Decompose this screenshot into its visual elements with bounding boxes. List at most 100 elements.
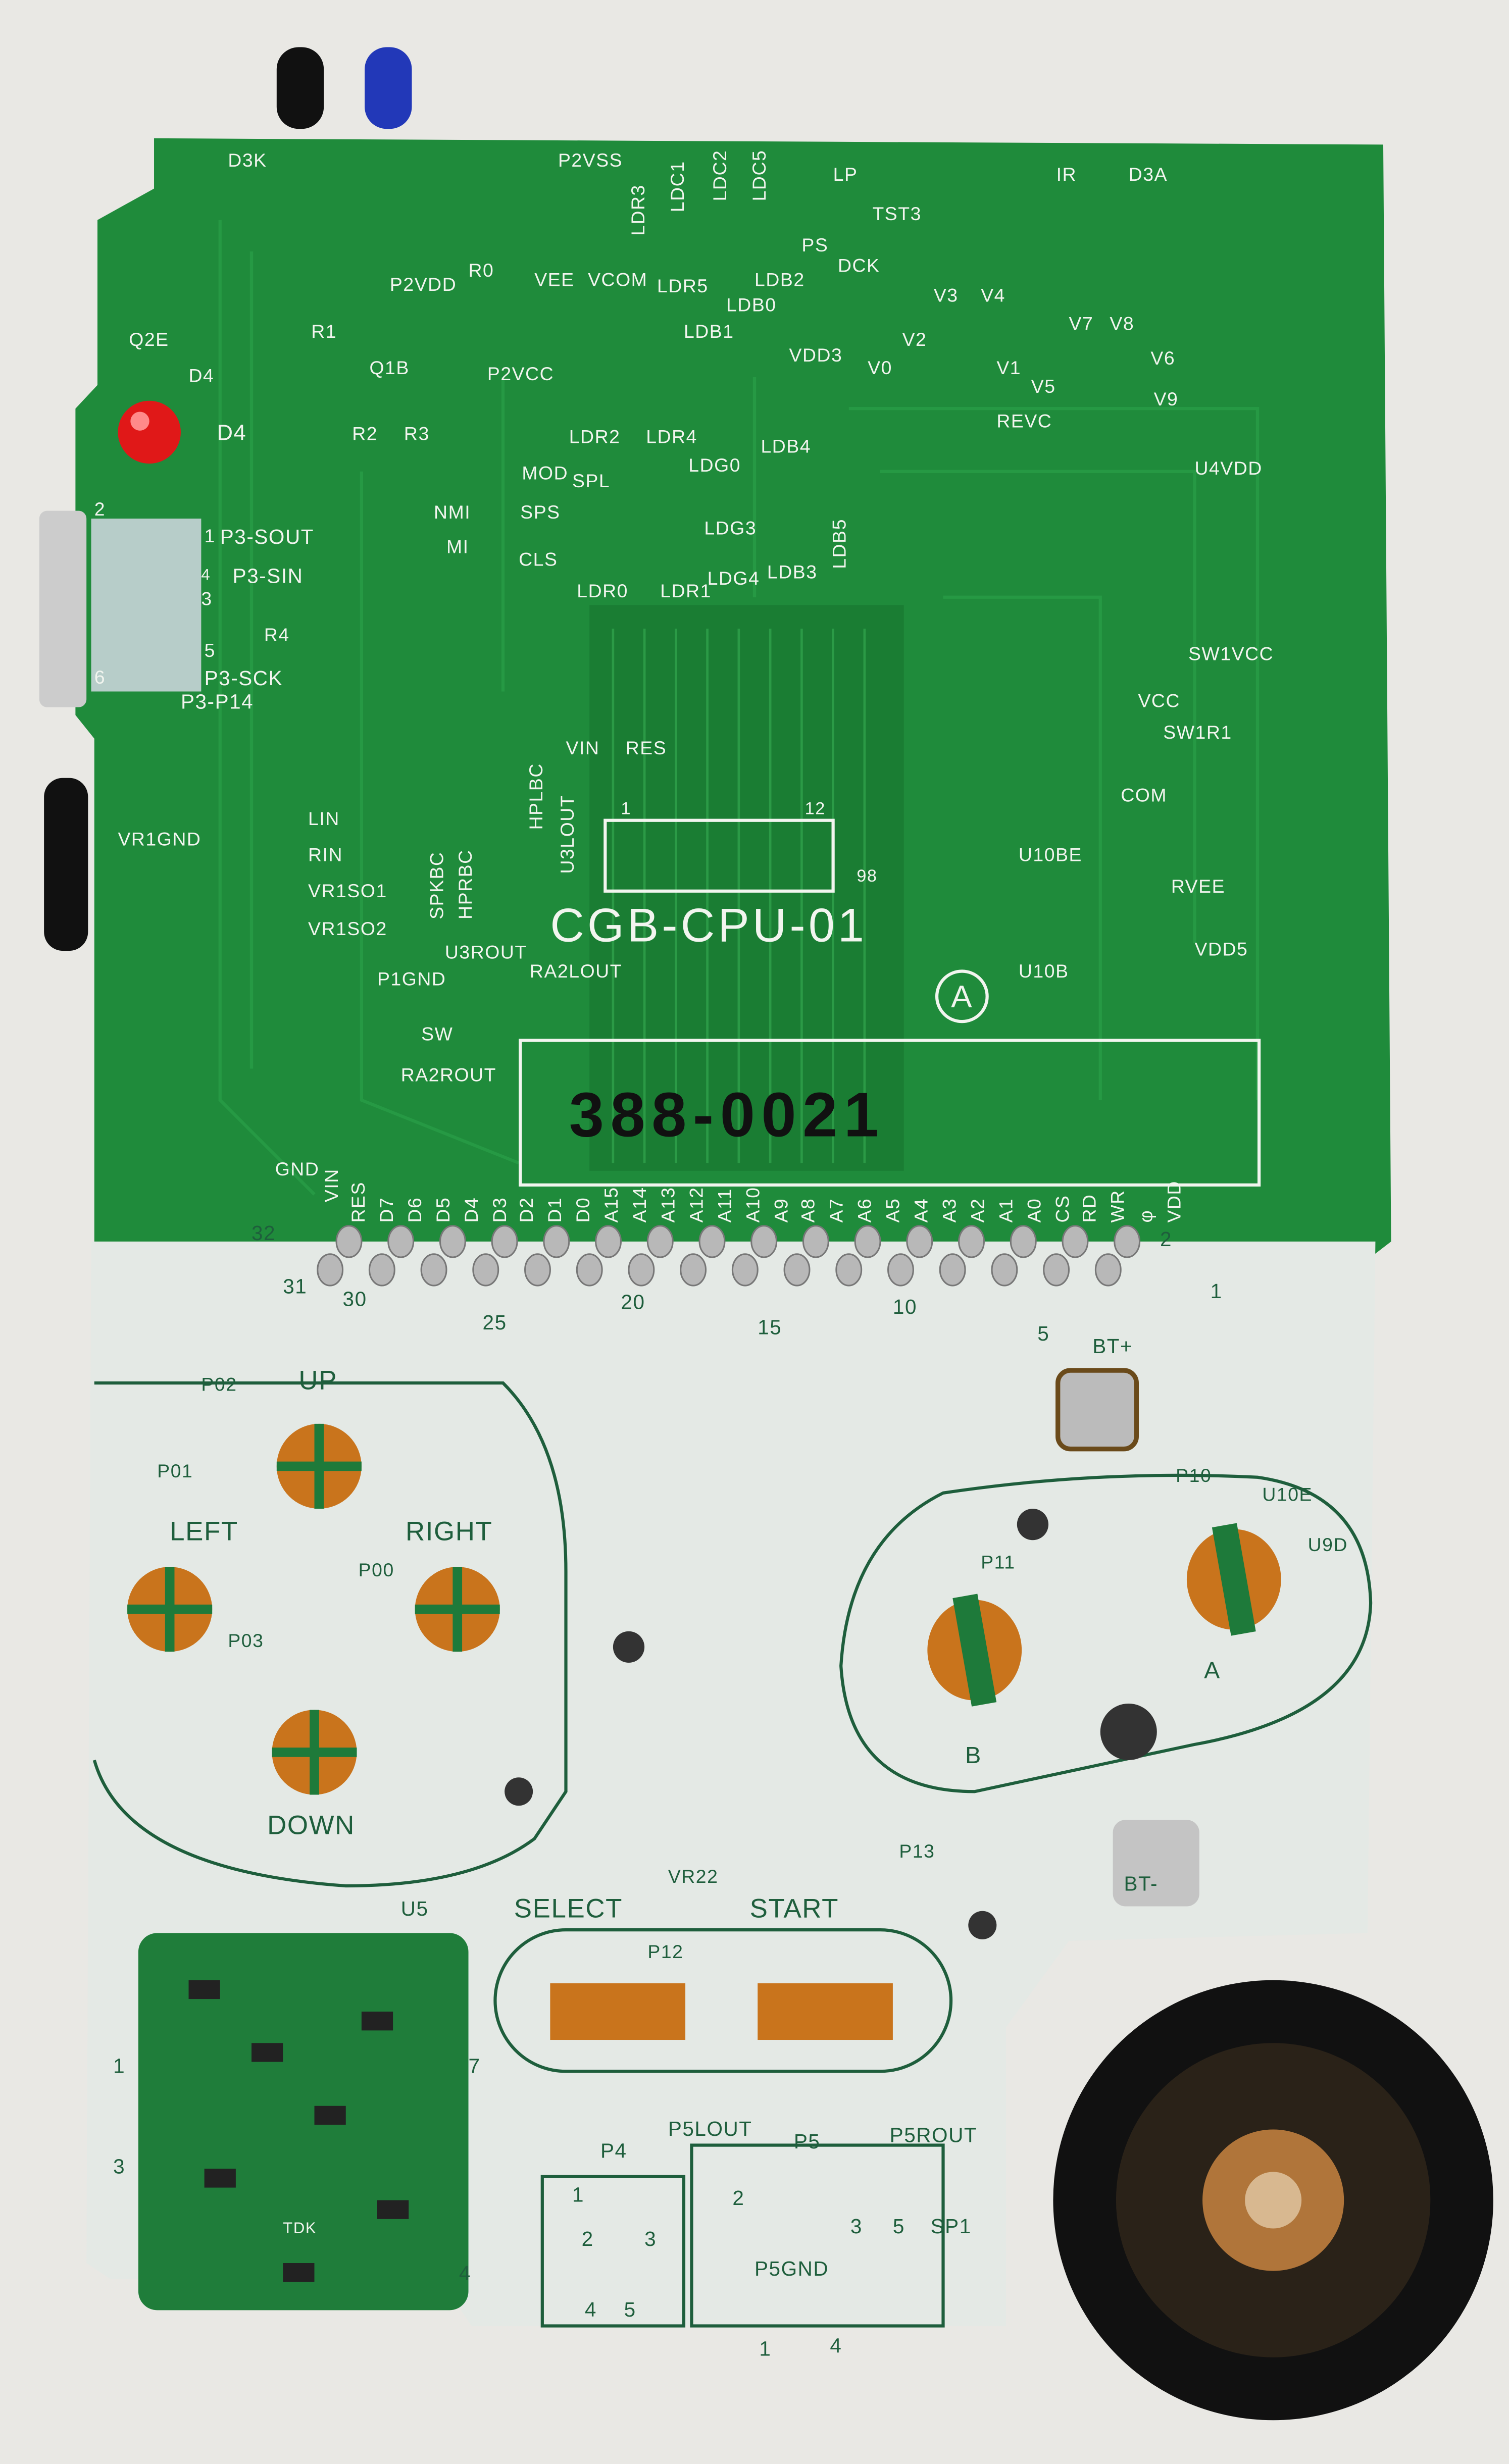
silkscreen-label: 1 bbox=[113, 2054, 126, 2078]
connector-pin bbox=[439, 1225, 466, 1258]
connector-pin bbox=[595, 1225, 622, 1258]
silkscreen-label: V9 bbox=[1153, 388, 1179, 410]
silkscreen-label: V6 bbox=[1150, 347, 1176, 370]
connector-pin bbox=[783, 1253, 811, 1287]
silkscreen-label: WR bbox=[1107, 1190, 1129, 1223]
connector-pin bbox=[802, 1225, 829, 1258]
silkscreen-label: VR22 bbox=[668, 1865, 719, 1888]
silkscreen-label: LEFT bbox=[170, 1516, 238, 1547]
connector-pin bbox=[906, 1225, 933, 1258]
silkscreen-label: LDB1 bbox=[683, 320, 734, 343]
silkscreen-label: 10 bbox=[892, 1295, 918, 1319]
silkscreen-label: R2 bbox=[352, 423, 378, 445]
silkscreen-label: A3 bbox=[938, 1198, 961, 1223]
silkscreen-label: A7 bbox=[825, 1198, 848, 1223]
silkscreen-label: 2 bbox=[581, 2227, 594, 2251]
dpad-outline bbox=[92, 1381, 568, 1888]
silkscreen-label: 3 bbox=[850, 2214, 863, 2238]
silkscreen-label: 3 bbox=[201, 588, 213, 610]
connector-pin bbox=[628, 1253, 655, 1287]
silkscreen-label: A12 bbox=[685, 1187, 707, 1223]
connector-pin bbox=[335, 1225, 363, 1258]
silkscreen-label: 4 bbox=[201, 567, 211, 585]
silkscreen-label: CS bbox=[1050, 1195, 1073, 1223]
silkscreen-label: 5 bbox=[204, 639, 216, 662]
connector-pin bbox=[491, 1225, 518, 1258]
silkscreen-label: VCOM bbox=[588, 269, 648, 291]
silkscreen-label: P00 bbox=[358, 1559, 394, 1581]
label-box bbox=[519, 1039, 1261, 1187]
silkscreen-label: START bbox=[749, 1893, 839, 1924]
silkscreen-label: 15 bbox=[758, 1315, 782, 1339]
silkscreen-label: VDD bbox=[1163, 1180, 1186, 1223]
silkscreen-label: R0 bbox=[468, 259, 494, 282]
cartridge-connector-pins bbox=[317, 1225, 1141, 1287]
silkscreen-label: LDB0 bbox=[726, 294, 777, 316]
p4-outline bbox=[540, 2175, 686, 2328]
silkscreen-label: 1 bbox=[621, 800, 632, 819]
silkscreen-label: V5 bbox=[1031, 375, 1056, 398]
silkscreen-label: LDB4 bbox=[761, 435, 812, 457]
silkscreen-label: 1 bbox=[204, 525, 216, 547]
power-led-red bbox=[118, 400, 181, 464]
silkscreen-label: TDK bbox=[283, 2220, 317, 2238]
silkscreen-label: PS bbox=[801, 234, 829, 256]
silkscreen-label: P5ROUT bbox=[889, 2123, 978, 2147]
link-port bbox=[39, 510, 87, 707]
connector-pin bbox=[680, 1253, 707, 1287]
silkscreen-label: P10 bbox=[1176, 1464, 1212, 1487]
silkscreen-label: LDC5 bbox=[748, 149, 771, 201]
ir-led-blue bbox=[365, 47, 412, 129]
silkscreen-label: V2 bbox=[902, 328, 927, 351]
silkscreen-label: LDG3 bbox=[704, 517, 757, 539]
silkscreen-label: RD bbox=[1079, 1194, 1101, 1223]
silkscreen-label: 31 bbox=[283, 1274, 308, 1298]
silkscreen-label: LDC1 bbox=[666, 161, 689, 213]
silkscreen-label: V8 bbox=[1110, 313, 1135, 335]
silkscreen-label: P5GND bbox=[754, 2256, 829, 2281]
silkscreen-label: LDR0 bbox=[577, 580, 629, 602]
silkscreen-label: LDC2 bbox=[709, 149, 731, 201]
silkscreen-label: A4 bbox=[910, 1198, 932, 1223]
silkscreen-label: U10BE bbox=[1018, 844, 1083, 866]
silkscreen-label: D1 bbox=[544, 1197, 567, 1223]
silkscreen-label: SP1 bbox=[930, 2214, 972, 2238]
silkscreen-label: LDB5 bbox=[828, 519, 850, 569]
silkscreen-label: VR1GND bbox=[118, 828, 202, 850]
silkscreen-label: 2 bbox=[732, 2186, 745, 2210]
silkscreen-label: VIN bbox=[320, 1168, 343, 1203]
connector-pin bbox=[576, 1253, 603, 1287]
silkscreen-label: LDR1 bbox=[660, 580, 712, 602]
silkscreen-label: D4 bbox=[460, 1197, 482, 1223]
connector-pin bbox=[317, 1253, 344, 1287]
silkscreen-label: MOD bbox=[522, 462, 569, 484]
silkscreen-label: IR bbox=[1056, 163, 1077, 186]
silkscreen-label: 5 bbox=[1037, 1321, 1050, 1346]
pcb-traces bbox=[218, 220, 1260, 1196]
silkscreen-label: U10B bbox=[1018, 960, 1069, 983]
silkscreen-label: V0 bbox=[868, 356, 892, 379]
connector-pin bbox=[524, 1253, 551, 1287]
ir-led-black bbox=[276, 47, 324, 129]
connector-pin bbox=[1114, 1225, 1141, 1258]
dpad-contacts bbox=[127, 1423, 500, 1795]
silkscreen-label: U4VDD bbox=[1194, 457, 1263, 480]
silkscreen-label: SW1VCC bbox=[1188, 643, 1274, 665]
silkscreen-label: P3-SIN bbox=[232, 564, 304, 588]
silkscreen-label: LIN bbox=[308, 807, 340, 830]
cpu-traces bbox=[612, 628, 866, 1163]
silkscreen-label: P1GND bbox=[377, 968, 446, 990]
silkscreen-label: REVC bbox=[996, 410, 1052, 432]
led-highlight bbox=[130, 412, 149, 431]
silkscreen-label: LDR5 bbox=[657, 275, 709, 297]
connector-pin bbox=[887, 1253, 914, 1287]
silkscreen-label: P13 bbox=[899, 1840, 935, 1863]
connector-pin bbox=[731, 1253, 759, 1287]
select-start-outline bbox=[493, 1928, 953, 2073]
silkscreen-label: RIN bbox=[308, 844, 343, 866]
mounting-holes bbox=[505, 1509, 1157, 1939]
silkscreen-label: A9 bbox=[769, 1198, 792, 1223]
silkscreen-label: A0 bbox=[1022, 1198, 1045, 1223]
connector-pin bbox=[472, 1253, 499, 1287]
silkscreen-label: VR1SO1 bbox=[308, 880, 387, 902]
